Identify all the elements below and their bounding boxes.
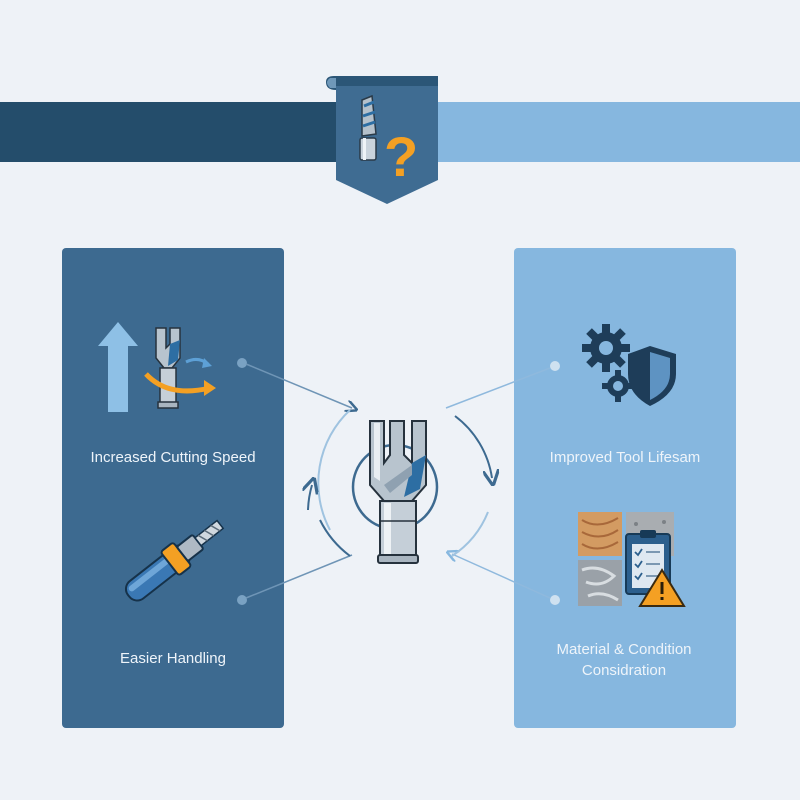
right-item-label-material-condition: Material & Condition Considration bbox=[556, 641, 692, 679]
connector-dot bbox=[237, 595, 247, 605]
speed-arrow-drill-bit-icon bbox=[98, 322, 216, 412]
svg-text:?: ? bbox=[384, 125, 418, 188]
left-item-label-easier-handling: Easier Handling bbox=[120, 650, 226, 667]
header-banner: ? bbox=[326, 76, 438, 204]
header-band-dark bbox=[0, 102, 345, 162]
connector-dot bbox=[550, 361, 560, 371]
cycle-arrow bbox=[454, 415, 492, 478]
right-panel bbox=[514, 248, 736, 728]
cycle-arc bbox=[319, 519, 351, 557]
router-bit-icon bbox=[369, 420, 427, 564]
cycle-arc bbox=[317, 409, 351, 531]
right-item-label-tool-life: Improved Tool Lifesam bbox=[549, 449, 701, 466]
header-band-light bbox=[430, 102, 800, 162]
connector-line bbox=[245, 363, 352, 408]
connector-dot bbox=[237, 358, 247, 368]
cycle-arrow bbox=[308, 485, 312, 511]
materials-checklist-warning-icon bbox=[578, 512, 686, 607]
handheld-drill-icon bbox=[124, 519, 225, 602]
connector-dot bbox=[550, 595, 560, 605]
drill-bit-question-icon: ? bbox=[359, 94, 418, 188]
gear-shield-icon bbox=[582, 324, 676, 406]
cycle-arc bbox=[451, 511, 489, 557]
connector-line bbox=[452, 554, 551, 599]
connector-line bbox=[245, 554, 353, 599]
connector-line bbox=[445, 367, 551, 409]
left-item-label-cutting-speed: Increased Cutting Speed bbox=[90, 449, 256, 466]
